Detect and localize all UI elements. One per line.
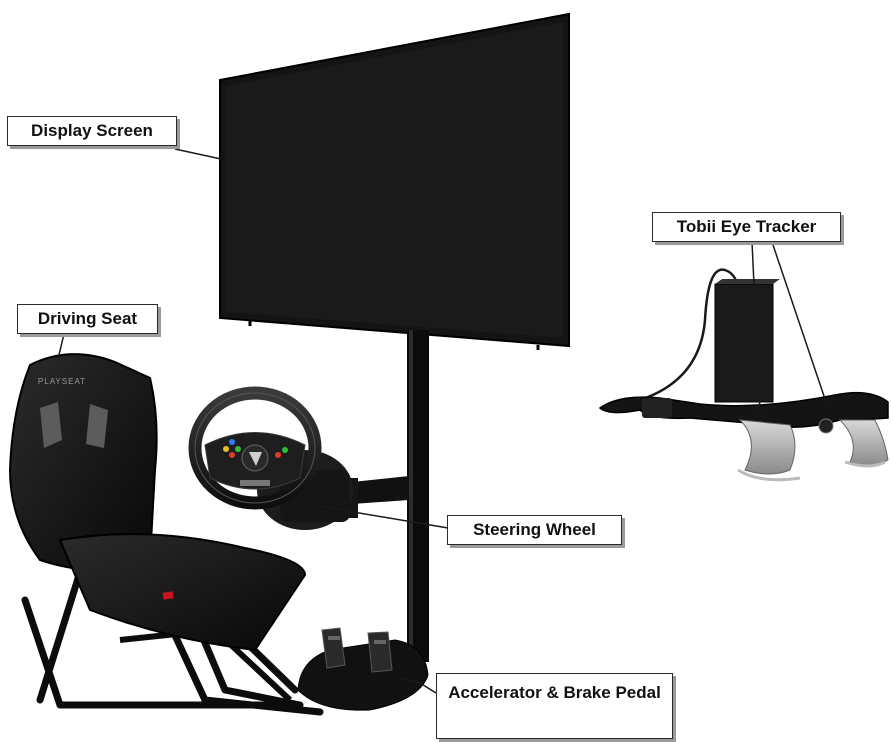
display-screen-label: Display Screen [7,116,177,146]
display-screen [220,14,569,350]
tobii-eye-tracker [600,270,888,480]
accelerator-brake-pedal-label: Accelerator & Brake Pedal [436,673,673,739]
wheel-mount-arm [352,476,409,504]
tobii-eye-tracker-label: Tobii Eye Tracker [652,212,841,242]
glasses-lens-left [740,420,795,474]
driving-seat-label: Driving Seat [17,304,158,334]
steering-wheel-label: Steering Wheel [447,515,622,545]
steering-wheel [195,393,353,530]
leader-tobii-2 [772,242,826,402]
glasses-lens-right [840,420,888,466]
leader-display [175,149,221,159]
seat-brand: PLAYSEAT [38,377,86,386]
driving-seat: PLAYSEAT [10,354,320,712]
seat-cushion [60,534,305,650]
pedal-base [298,640,428,710]
recording-unit [715,284,773,402]
